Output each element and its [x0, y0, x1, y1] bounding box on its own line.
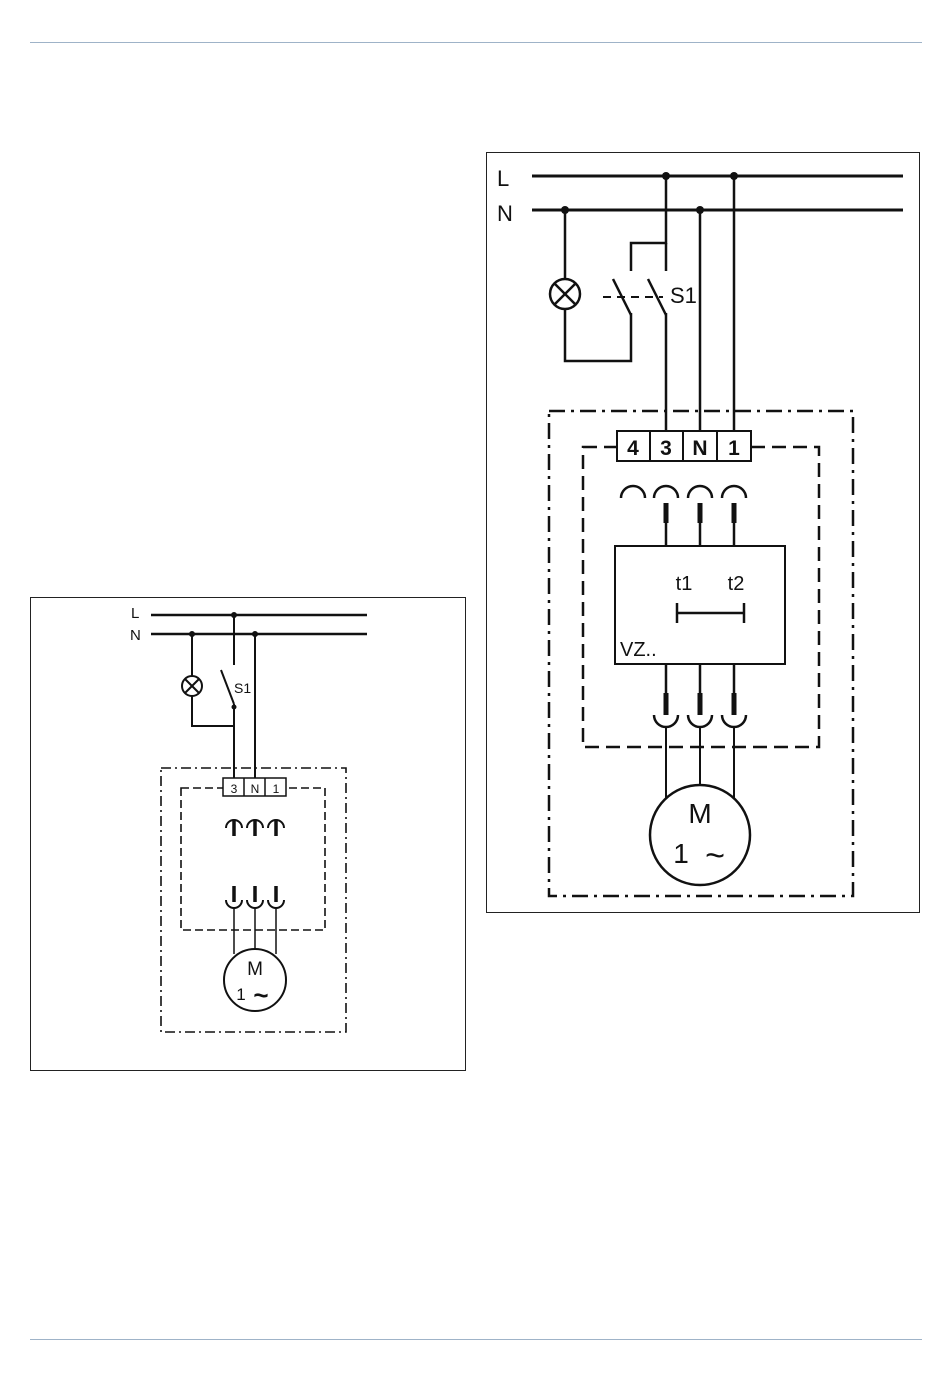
header-rule	[30, 42, 922, 43]
switch-s1-contact	[221, 670, 234, 704]
terminal-1: 1	[728, 437, 740, 460]
terminal-n: N	[251, 782, 260, 796]
timer-t1-label: t1	[676, 573, 693, 595]
wire	[631, 176, 666, 271]
plug-connector-lower	[226, 886, 284, 908]
wiring-diagram-timer: L N S1	[486, 152, 920, 913]
motor-ac-symbol: ~	[705, 837, 725, 875]
motor-label: M	[247, 959, 263, 980]
label-s1: S1	[234, 680, 251, 696]
wire	[565, 309, 631, 361]
plug-connector-lower	[654, 693, 746, 727]
lamp-icon	[182, 676, 202, 696]
plug-connector-upper	[621, 486, 746, 523]
label-n: N	[130, 627, 141, 644]
motor-phase: 1	[673, 838, 689, 869]
label-s1: S1	[670, 283, 697, 308]
timer-t2-label: t2	[728, 573, 745, 595]
label-n: N	[497, 201, 513, 226]
motor-label: M	[688, 798, 711, 829]
lamp-icon	[550, 279, 580, 309]
terminal-3: 3	[231, 782, 238, 796]
terminal-n: N	[692, 437, 707, 460]
terminal-4: 4	[627, 437, 639, 460]
wire	[192, 696, 234, 726]
label-l: L	[131, 605, 139, 622]
terminal-3: 3	[660, 437, 672, 460]
label-l: L	[497, 166, 509, 191]
motor-ac-symbol: ~	[253, 980, 268, 1010]
motor-phase: 1	[236, 985, 245, 1004]
wiring-diagram-simple: L N S1 3 N 1	[30, 597, 466, 1071]
terminal-1: 1	[273, 782, 280, 796]
footer-rule	[30, 1339, 922, 1340]
timer-label: VZ..	[620, 639, 657, 661]
plug-connector-upper	[226, 820, 284, 836]
